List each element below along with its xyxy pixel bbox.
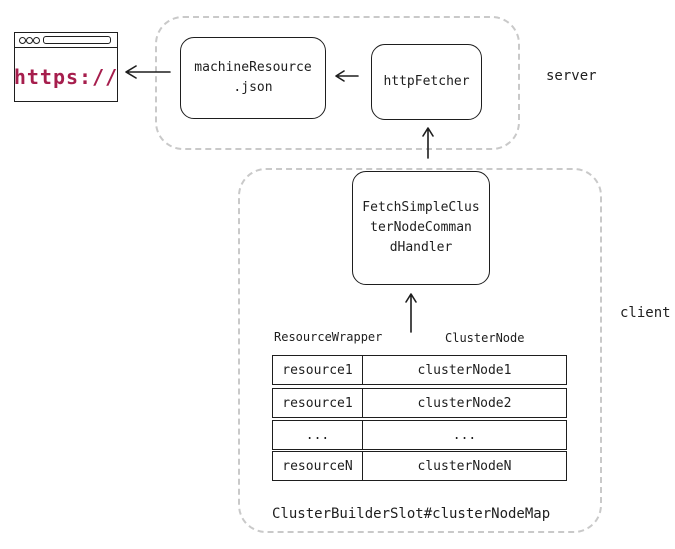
browser-dot-icon xyxy=(26,37,33,44)
http-fetcher-label: httpFetcher xyxy=(383,74,470,89)
table-cell-resource: resourceN xyxy=(272,451,363,481)
table-cell-cluster-node: clusterNodeN xyxy=(362,451,567,481)
http-fetcher-node: httpFetcher xyxy=(371,44,482,120)
arrow-fetcher-to-resource xyxy=(335,70,359,82)
client-label: client xyxy=(620,305,671,321)
arrow-handler-to-fetcher xyxy=(422,127,434,159)
handler-line1: FetchSimpleClus xyxy=(362,200,480,215)
handler-line2: terNodeComman xyxy=(370,220,472,235)
handler-node: FetchSimpleClus terNodeComman dHandler xyxy=(352,171,490,285)
client-group xyxy=(238,168,602,533)
browser-window-icon: https:// xyxy=(14,32,118,102)
table-cell-resource: resource1 xyxy=(272,388,363,418)
server-group xyxy=(155,16,520,150)
table-cell-cluster-node: ... xyxy=(362,420,567,450)
browser-title-bar xyxy=(15,33,117,48)
table-header-cluster-node: ClusterNode xyxy=(445,331,525,345)
server-label: server xyxy=(546,68,597,84)
handler-line3: dHandler xyxy=(389,240,453,255)
browser-address-bar xyxy=(43,36,111,44)
cluster-node-map-caption: ClusterBuilderSlot#clusterNodeMap xyxy=(272,506,551,522)
browser-url: https:// xyxy=(13,65,119,89)
table-cell-cluster-node: clusterNode2 xyxy=(362,388,567,418)
arrow-resource-to-browser xyxy=(125,65,171,79)
machine-resource-node: machineResource .json xyxy=(180,37,326,119)
table-cell-resource: resource1 xyxy=(272,355,363,385)
table-header-resource-wrapper: ResourceWrapper xyxy=(274,330,383,344)
arrow-table-to-handler xyxy=(405,293,417,333)
browser-dot-icon xyxy=(33,37,40,44)
machine-resource-line1: machineResource xyxy=(194,60,312,75)
browser-dot-icon xyxy=(19,37,26,44)
table-cell-resource: ... xyxy=(272,420,363,450)
table-cell-cluster-node: clusterNode1 xyxy=(362,355,567,385)
machine-resource-line2: .json xyxy=(233,80,273,95)
